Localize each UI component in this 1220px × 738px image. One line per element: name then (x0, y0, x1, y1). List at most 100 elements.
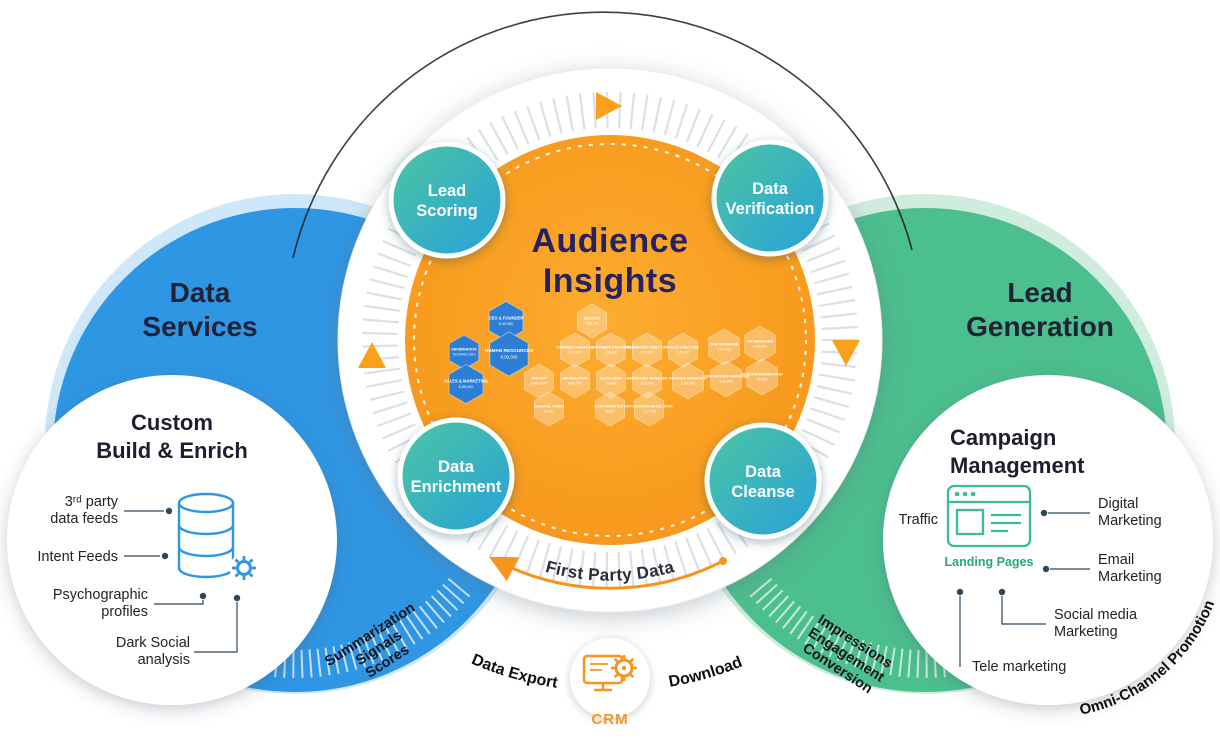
item-email-line1: Email (1098, 552, 1134, 568)
svg-text:CEO/CXO: CEO/CXO (584, 317, 601, 321)
svg-text:INFORMATION: INFORMATION (451, 348, 476, 352)
landing-page-browser-icon (946, 484, 1032, 548)
tick-marks-left (274, 577, 471, 679)
gear-icon (229, 553, 259, 583)
lead-generation-title-line2: Generation (966, 311, 1114, 342)
persona-hexagon: CRM MANAGER 1,00,000 (708, 328, 740, 366)
campaign-title-line1: Campaign (950, 425, 1056, 450)
connector-dot (161, 552, 169, 560)
svg-text:5,00,000: 5,00,000 (641, 382, 654, 386)
svg-text:HR MANAGER: HR MANAGER (747, 339, 773, 343)
svg-text:MARKETING MANAGER: MARKETING MANAGER (626, 377, 668, 381)
svg-text:2,00,000: 2,00,000 (681, 382, 695, 386)
data-services-title-line2: Services (142, 311, 257, 342)
custom-build-title-line1: Custom (131, 410, 213, 435)
item-digital-line2: Marketing (1098, 513, 1162, 529)
svg-text:50,000: 50,000 (757, 378, 768, 382)
download-text: Download (667, 654, 744, 691)
svg-text:Enrichment: Enrichment (411, 478, 502, 496)
svg-text:DIRECTOR: DIRECTOR (530, 382, 548, 386)
svg-text:5,00,000: 5,00,000 (499, 322, 514, 326)
connector-dot (1042, 565, 1050, 573)
svg-text:SALES & MARKETING: SALES & MARKETING (444, 378, 488, 383)
campaign-title-line2: Management (950, 453, 1085, 478)
svg-text:TECHNOLOGY: TECHNOLOGY (452, 353, 476, 357)
audience-insights-disc (405, 135, 815, 545)
connector-line (1001, 596, 1046, 625)
connector-line (154, 600, 204, 605)
item-social-line2: Marketing (1054, 624, 1118, 640)
svg-text:50,000: 50,000 (606, 382, 616, 386)
svg-text:CRM MANAGER: CRM MANAGER (709, 342, 738, 346)
persona-hexagon: FINANCE MANAGER 2,00,000 (669, 362, 707, 400)
svg-text:SOFTWARE ENGINEER: SOFTWARE ENGINEER (591, 346, 632, 350)
item-social-line1: Social media (1054, 607, 1138, 623)
svg-text:Verification: Verification (726, 200, 815, 218)
svg-text:CEO & FOUNDER: CEO & FOUNDER (489, 315, 524, 320)
svg-text:DATA ARCHITECT: DATA ARCHITECT (595, 405, 627, 409)
item-dark-social-line1: Dark Social (116, 635, 190, 651)
database-icon (177, 492, 259, 583)
connector-dot (165, 507, 173, 515)
svg-text:MERCHANDISING MGR: MERCHANDISING MGR (741, 372, 783, 376)
badge-data-cleanse: Data Cleanse (704, 422, 822, 540)
svg-text:Data: Data (752, 180, 789, 198)
persona-hexagon: CEO & FOUNDER 5,00,000 (488, 300, 524, 342)
svg-text:1,00,000: 1,00,000 (719, 380, 733, 384)
svg-text:Cleanse: Cleanse (731, 483, 794, 501)
tick-marks-right (749, 577, 946, 679)
svg-text:DEVELOPER: DEVELOPER (600, 377, 623, 381)
svg-text:5,85,000: 5,85,000 (459, 385, 474, 389)
download-label: Download (667, 654, 744, 691)
svg-text:1,00,000: 1,00,000 (569, 351, 582, 355)
flow-triangle-left-icon (358, 342, 386, 368)
svg-text:Data: Data (438, 458, 475, 476)
persona-hexagon: HR MANAGER 3,00,000 (744, 325, 776, 363)
item-tele-marketing: Tele marketing (972, 659, 1066, 675)
svg-text:1,35,227: 1,35,227 (677, 351, 690, 355)
data-export-text: Data Export (469, 651, 559, 692)
svg-text:3,00,000: 3,00,000 (753, 345, 767, 349)
svg-text:Scoring: Scoring (416, 202, 477, 220)
badge-lead-scoring: Lead Scoring (388, 141, 506, 259)
traffic-label: Traffic (899, 512, 938, 528)
data-services-title-line1: Data (170, 277, 231, 308)
top-connector-arc (292, 11, 913, 259)
custom-build-title-line2: Build & Enrich (96, 438, 248, 463)
svg-text:1,00,000: 1,00,000 (717, 348, 731, 352)
item-dark-social-line2: analysis (138, 652, 190, 668)
svg-text:1,00,000: 1,00,000 (641, 351, 654, 355)
item-intent-feeds: Intent Feeds (37, 549, 118, 565)
svg-text:MARKETING DIRECTOR: MARKETING DIRECTOR (626, 346, 668, 350)
connector-line (194, 602, 238, 653)
flow-triangle-right-icon (832, 340, 860, 366)
svg-text:INFORMATION: INFORMATION (562, 377, 587, 381)
svg-text:1,17,736: 1,17,736 (643, 410, 656, 414)
first-party-data-arrow (488, 556, 724, 590)
svg-text:GENERAL ADMIN: GENERAL ADMIN (534, 405, 565, 409)
svg-text:Lead: Lead (428, 182, 467, 200)
svg-text:STAFFING MANAGER: STAFFING MANAGER (556, 346, 594, 350)
landing-pages-label: Landing Pages (945, 555, 1034, 569)
gear-icon (611, 655, 637, 681)
item-3rd-party-line2: data feeds (50, 511, 118, 527)
audience-insights-title-line2: Insights (543, 262, 677, 300)
connector-dot (1040, 509, 1048, 517)
persona-hexagon: SALES & MARKETING 5,85,000 (444, 363, 488, 405)
svg-text:APPLICATION DEVELOPER: APPLICATION DEVELOPER (625, 405, 673, 409)
data-export-label: Data Export (469, 651, 559, 692)
svg-text:FINANCE MANAGER: FINANCE MANAGER (669, 376, 707, 380)
crm-icon: CRM (570, 638, 650, 728)
arrow-end-dot (719, 557, 727, 565)
badge-data-enrichment: Data Enrichment (397, 417, 515, 535)
